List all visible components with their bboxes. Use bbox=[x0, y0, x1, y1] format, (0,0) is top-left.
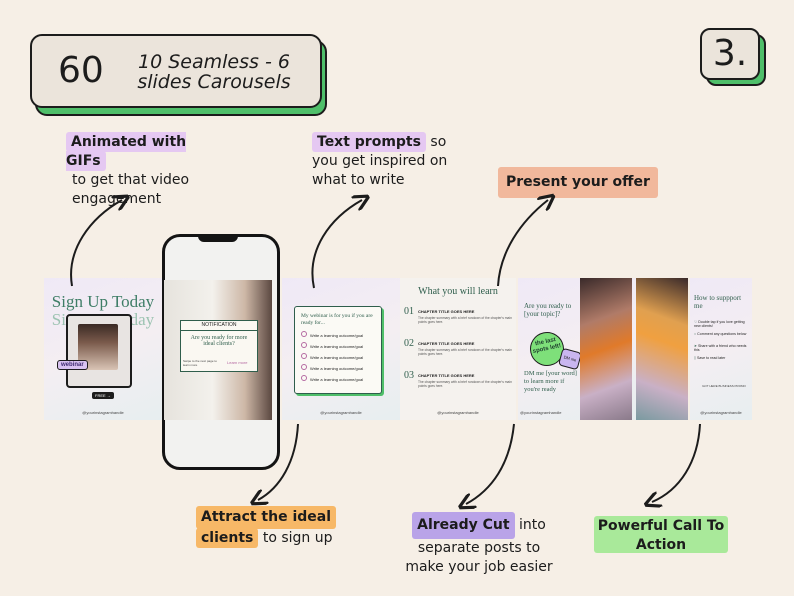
phone-notch bbox=[198, 234, 238, 242]
webinar-item-2: Write a learning outcome/goal bbox=[301, 342, 363, 353]
step-box bbox=[700, 28, 760, 80]
title-text: 10 Seamless - 6 slides Carousels bbox=[137, 51, 291, 93]
webinar-item-3: Write a learning outcome/goal bbox=[301, 353, 363, 364]
webinar-item-2-text: Write a learning outcome/goal bbox=[310, 344, 364, 349]
arrow-attract bbox=[258, 423, 299, 500]
arrow-gifs bbox=[70, 200, 122, 287]
notification-label: NOTIFICATION bbox=[181, 321, 257, 331]
learn-chapter-1-summary: The chapter summary with a brief rundown… bbox=[418, 316, 512, 324]
signup-webinar-badge: webinar bbox=[57, 360, 88, 370]
callout-cut: Already Cut into separate posts to make … bbox=[404, 512, 554, 577]
webinar-item-4-text: Write a learning outcome/goal bbox=[310, 366, 364, 371]
callout-prompts-highlight: Text prompts bbox=[312, 132, 426, 152]
webinar-item-1: Write a learning outcome/goal bbox=[301, 331, 363, 342]
learn-chapter-3-summary: The chapter summary with a brief rundown… bbox=[418, 380, 512, 388]
webinar-handle: @yourinstagramhandle bbox=[320, 410, 362, 415]
ready-question: Are you ready to [your topic]? bbox=[524, 302, 572, 318]
learn-chapter-1-num: 01 bbox=[404, 306, 414, 317]
slide-learn bbox=[400, 278, 516, 420]
callout-cut-text-1: into bbox=[519, 517, 546, 533]
webinar-item-5: Write a learning outcome/goal bbox=[301, 375, 363, 386]
callout-offer-highlight: Present your offer bbox=[498, 167, 658, 198]
heart-icon: ♡ bbox=[694, 320, 698, 324]
arrow-cta bbox=[652, 423, 701, 502]
support-item-4: ▯ Save to read later bbox=[694, 356, 750, 368]
title-box bbox=[30, 34, 322, 108]
notification-question: Are you ready for more ideal clients? bbox=[190, 335, 248, 347]
webinar-item-5-text: Write a learning outcome/goal bbox=[310, 377, 364, 382]
comment-icon: ○ bbox=[694, 332, 697, 336]
callout-attract-text: to sign up bbox=[262, 530, 333, 546]
signup-title: Sign Up Today bbox=[51, 292, 155, 311]
callout-prompts-text: so you get inspired on what to write bbox=[312, 134, 448, 188]
callout-cta-line-1: Powerful Call To bbox=[597, 518, 725, 534]
webinar-intro: My webinar is for you if you are ready f… bbox=[301, 313, 373, 326]
callout-cta-line-2: Action bbox=[635, 537, 687, 553]
notification-card: NOTIFICATION Are you ready for more idea… bbox=[180, 320, 258, 372]
support-footer: GOT HERE BUSINESS PROMO bbox=[702, 384, 746, 388]
notification-button: Learn more bbox=[227, 360, 248, 365]
learn-title: What you will learn bbox=[418, 286, 498, 297]
portrait-left-half bbox=[580, 278, 632, 420]
support-item-2: ○ Comment any questions below bbox=[694, 332, 750, 344]
learn-chapter-2-summary: The chapter summary with a brief rundown… bbox=[418, 348, 512, 356]
learn-handle: @yourinstagramhandle bbox=[437, 410, 479, 415]
webinar-item-4: Write a learning outcome/goal bbox=[301, 364, 363, 375]
callout-cut-text-2: separate posts to bbox=[417, 540, 541, 556]
callout-offer: Present your offer bbox=[498, 167, 658, 198]
webinar-list: Write a learning outcome/goal Write a le… bbox=[301, 331, 363, 386]
notification-caption: Swipe to the next page to learn more bbox=[183, 359, 217, 367]
webinar-item-3-text: Write a learning outcome/goal bbox=[310, 355, 364, 360]
support-handle: @yourinstagramhandle bbox=[700, 410, 742, 415]
support-item-1-text: Double tap if you love getting new clien… bbox=[694, 320, 745, 328]
signup-handle: @yourinstagramhandle bbox=[82, 410, 124, 415]
support-item-3: ➤ Share with a friend who needs this bbox=[694, 344, 750, 356]
callout-attract-highlight-2: clients bbox=[196, 528, 259, 548]
arrow-prompts bbox=[311, 200, 362, 289]
webinar-item-1-text: Write a learning outcome/goal bbox=[310, 333, 364, 338]
slide-support bbox=[690, 278, 752, 420]
callout-cut-text-3: make your job easier bbox=[405, 559, 553, 575]
support-title: How to suppport me bbox=[694, 294, 742, 310]
carousel-count: 60 bbox=[58, 50, 104, 91]
learn-chapter-1-title: CHAPTER TITLE GOES HERE bbox=[418, 309, 475, 314]
bookmark-icon: ▯ bbox=[694, 356, 696, 360]
arrow-offer bbox=[497, 200, 548, 287]
support-item-2-text: Comment any questions below bbox=[697, 332, 747, 336]
share-icon: ➤ bbox=[694, 344, 698, 348]
portrait-right-half bbox=[636, 278, 688, 420]
learn-chapter-3-num: 03 bbox=[404, 370, 414, 381]
support-list: ♡ Double tap if you love getting new cli… bbox=[694, 320, 750, 368]
callout-prompts: Text prompts so you get inspired on what… bbox=[312, 132, 472, 190]
callout-cut-highlight: Already Cut bbox=[412, 512, 515, 539]
learn-chapter-3-title: CHAPTER TITLE GOES HERE bbox=[418, 373, 475, 378]
callout-gifs: Animated with GIFs to get that video eng… bbox=[66, 132, 226, 209]
signup-free-badge: FREE → bbox=[92, 392, 114, 399]
signup-phone-frame bbox=[66, 314, 132, 388]
learn-chapter-2-num: 02 bbox=[404, 338, 414, 349]
callout-cta: Powerful Call To Action bbox=[594, 516, 728, 553]
webinar-card: My webinar is for you if you are ready f… bbox=[294, 306, 382, 394]
support-item-1: ♡ Double tap if you love getting new cli… bbox=[694, 320, 750, 332]
ready-cta: DM me [your word] to learn more if you'r… bbox=[524, 370, 577, 393]
callout-attract-highlight-1: Attract the ideal bbox=[196, 506, 337, 529]
ready-handle: @yourinstagramhandle bbox=[520, 410, 562, 415]
arrow-cut bbox=[466, 423, 515, 504]
step-number: 3. bbox=[712, 33, 748, 74]
support-item-4-text: Save to read later bbox=[696, 356, 726, 360]
support-item-3-text: Share with a friend who needs this bbox=[694, 344, 747, 352]
learn-chapter-2-title: CHAPTER TITLE GOES HERE bbox=[418, 341, 475, 346]
callout-attract: Attract the ideal clients to sign up bbox=[196, 506, 366, 548]
